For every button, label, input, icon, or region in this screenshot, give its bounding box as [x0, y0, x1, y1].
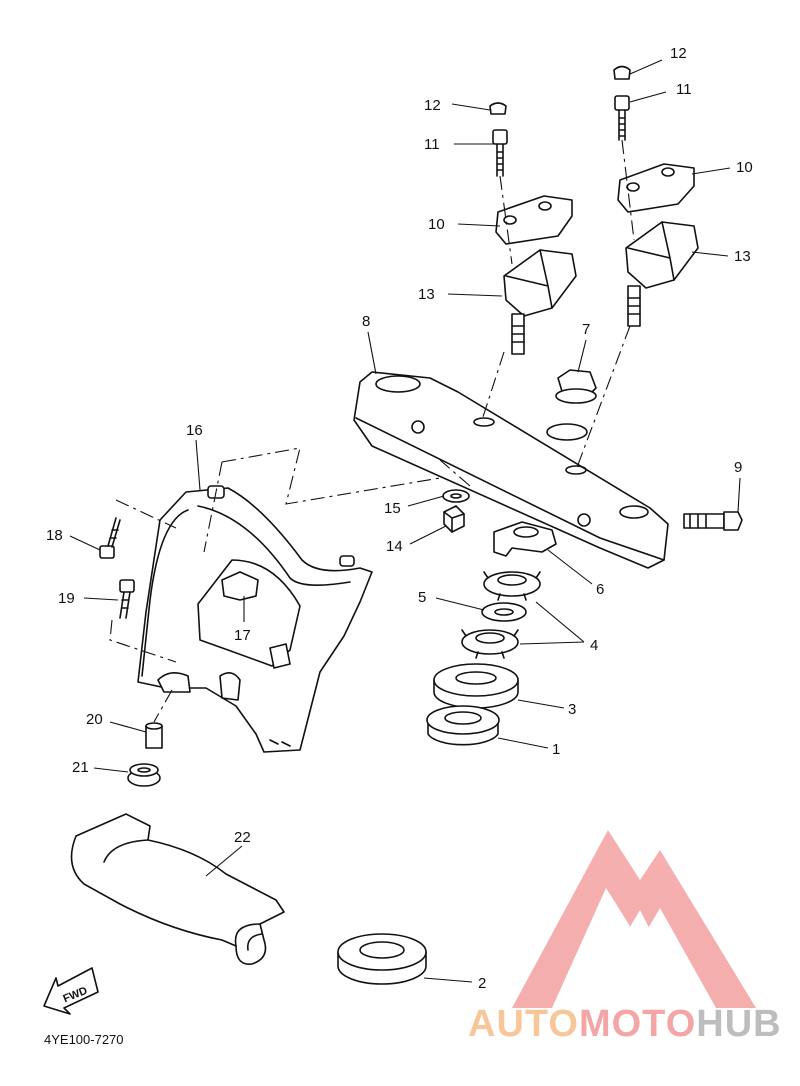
- watermark-text: AUTOMOTOHUB: [468, 1003, 782, 1045]
- callout-22: 22: [234, 829, 251, 846]
- collar-20: [145, 722, 163, 749]
- callout-11-right: 11: [676, 81, 692, 98]
- callout-1: 1: [552, 741, 560, 758]
- callout-3: 3: [568, 701, 576, 718]
- callout-21: 21: [72, 759, 89, 776]
- lower-handlebar-holder-13-right: [625, 221, 699, 327]
- upper-handlebar-clamp-10-right: [617, 163, 695, 213]
- callout-12-right: 12: [670, 45, 687, 62]
- callout-12-left: 12: [424, 97, 441, 114]
- callout-20: 20: [86, 711, 103, 728]
- lower-handlebar-holder-13-left: [503, 249, 577, 355]
- bearing-cover-3: [433, 663, 519, 709]
- lock-washer-6: [493, 521, 557, 557]
- watermark-triangle-mark: [512, 830, 756, 1008]
- bearing-1: [426, 705, 500, 746]
- leader-lines: [69, 59, 741, 983]
- watermark-word-auto: AUTO: [468, 1003, 579, 1045]
- bolt-19: [119, 579, 135, 619]
- callout-10-right: 10: [736, 159, 753, 176]
- callout-10-left: 10: [428, 216, 445, 233]
- watermark-word-moto: MOTO: [579, 1003, 696, 1045]
- callout-17: 17: [234, 627, 251, 644]
- callout-13-right: 13: [734, 248, 751, 265]
- bearing-2: [337, 933, 427, 985]
- callout-9: 9: [734, 459, 742, 476]
- washer-15: [442, 489, 470, 503]
- crown-bolt-7: [555, 369, 597, 404]
- grommet-21: [127, 763, 161, 787]
- ring-nut-4-upper: [483, 571, 541, 601]
- part-code: 4YE100-7270: [44, 1032, 124, 1047]
- bolt-11-right: [614, 95, 630, 141]
- grommet-17: [221, 571, 259, 601]
- watermark-logo: [512, 830, 756, 1008]
- fwd-arrow-icon: FWD: [43, 967, 99, 1015]
- cable-guide-22: [70, 813, 285, 965]
- callout-14: 14: [386, 538, 403, 555]
- callout-19: 19: [58, 590, 75, 607]
- cover-16: [137, 485, 373, 753]
- cap-12-right: [613, 65, 631, 80]
- nut-14: [443, 505, 465, 533]
- callout-labels: 1 2 3 4 5 6 7 8 9 10 10 11 11 12 12 13 1…: [46, 45, 753, 992]
- pinch-bolt-9: [683, 511, 743, 531]
- callout-13-left: 13: [418, 286, 435, 303]
- upper-bracket-8: [353, 371, 669, 569]
- bolt-11-left: [492, 129, 508, 177]
- callout-18: 18: [46, 527, 63, 544]
- cap-12-left: [489, 102, 507, 115]
- callout-16: 16: [186, 422, 203, 439]
- callout-15: 15: [384, 500, 401, 517]
- callout-2: 2: [478, 975, 486, 992]
- callout-4: 4: [590, 637, 598, 654]
- watermark-word-hub: HUB: [696, 1003, 781, 1045]
- callout-6: 6: [596, 581, 604, 598]
- callout-5: 5: [418, 589, 426, 606]
- callout-7: 7: [582, 321, 590, 338]
- callout-8: 8: [362, 313, 370, 330]
- construction-lines: [109, 139, 635, 723]
- washer-5: [481, 602, 527, 622]
- callout-11-left: 11: [424, 136, 440, 153]
- bolt-18: [99, 517, 121, 559]
- upper-handlebar-clamp-10-left: [495, 195, 573, 245]
- ring-nut-4-lower: [461, 629, 519, 659]
